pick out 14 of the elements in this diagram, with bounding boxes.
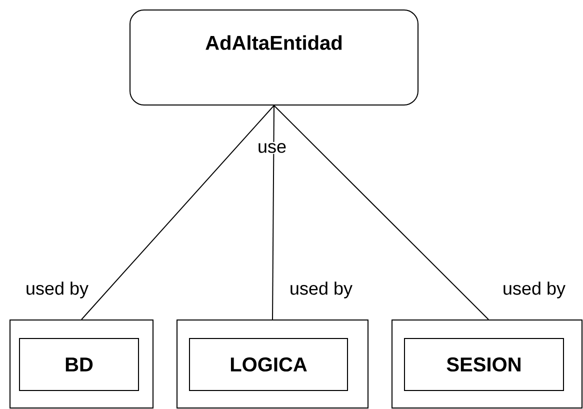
class-box: AdAltaEntidad <box>130 10 418 106</box>
class-box: LOGICA <box>189 338 348 391</box>
edge-label: used by <box>501 280 567 300</box>
class-box: BD <box>19 338 139 391</box>
connector-line <box>274 105 489 320</box>
package-box <box>176 319 368 408</box>
connector-line <box>81 105 274 320</box>
edge-label: used by <box>24 280 90 300</box>
package-box <box>10 319 154 408</box>
connector-line <box>272 105 274 320</box>
line-label: use <box>256 142 288 154</box>
package-box <box>392 319 582 408</box>
edge-label: used by <box>288 280 354 300</box>
class-box: SESION <box>404 338 564 391</box>
